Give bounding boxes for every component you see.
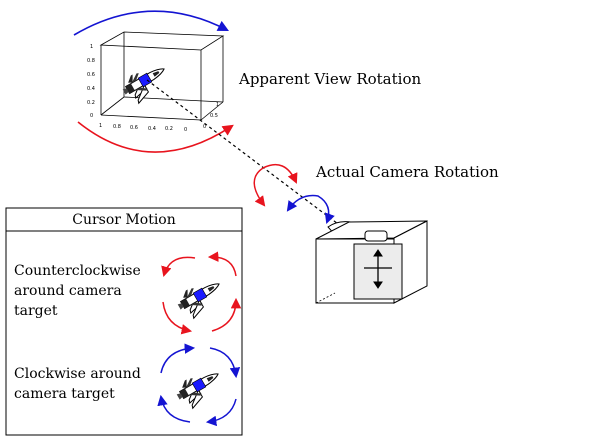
counterclockwise-label-line: Counterclockwise xyxy=(14,263,141,279)
y-tick: 0 xyxy=(203,124,206,130)
x-tick: 0.2 xyxy=(165,126,173,132)
x-tick: 0 xyxy=(184,127,187,133)
red-rotation-arrow xyxy=(77,121,234,153)
camera-icon xyxy=(315,220,428,304)
x-tick: 0.6 xyxy=(130,125,138,131)
red-camera-rotation-arrow xyxy=(253,164,298,207)
blue-rotation-arrow xyxy=(73,10,229,36)
clockwise-label-line: Clockwise around xyxy=(14,366,141,382)
counterclockwise-label-line: target xyxy=(14,303,58,319)
blue-camera-rotation-arrow xyxy=(286,194,335,224)
cursor-motion-panel: Cursor Motion Counterclockwise around ca… xyxy=(5,207,243,436)
apparent-view-rotation-label: Apparent View Rotation xyxy=(238,70,421,88)
y-tick: 1 xyxy=(216,102,219,108)
x-tick: 0.4 xyxy=(148,126,156,132)
x-tick: 0.8 xyxy=(113,124,121,130)
z-tick: 1 xyxy=(90,44,93,50)
z-axis-ticks: 1 0.8 0.6 0.4 0.2 0 xyxy=(87,44,95,119)
clockwise-label-line: camera target xyxy=(14,386,115,402)
z-tick: 0.8 xyxy=(87,58,95,64)
y-axis-ticks: 0 0.5 1 xyxy=(203,102,219,130)
z-tick: 0.6 xyxy=(87,72,95,78)
space-shuttle-icon xyxy=(118,58,174,108)
x-tick: 1 xyxy=(99,123,102,129)
x-axis-ticks: 1 0.8 0.6 0.4 0.2 0 xyxy=(99,123,187,133)
actual-camera-rotation-label: Actual Camera Rotation xyxy=(315,163,499,181)
z-tick: 0.4 xyxy=(87,86,95,92)
plot-3d: 1 0.8 0.6 0.4 0.2 0 1 0.8 0.6 0.4 0.2 0 … xyxy=(87,31,225,133)
cursor-motion-title: Cursor Motion xyxy=(72,212,176,228)
counterclockwise-label-line: around camera xyxy=(14,283,122,299)
clockwise-arrows xyxy=(157,343,241,427)
counterclockwise-arrows xyxy=(161,251,242,335)
z-tick: 0 xyxy=(90,113,93,119)
y-tick: 0.5 xyxy=(210,113,218,119)
z-tick: 0.2 xyxy=(87,100,95,106)
